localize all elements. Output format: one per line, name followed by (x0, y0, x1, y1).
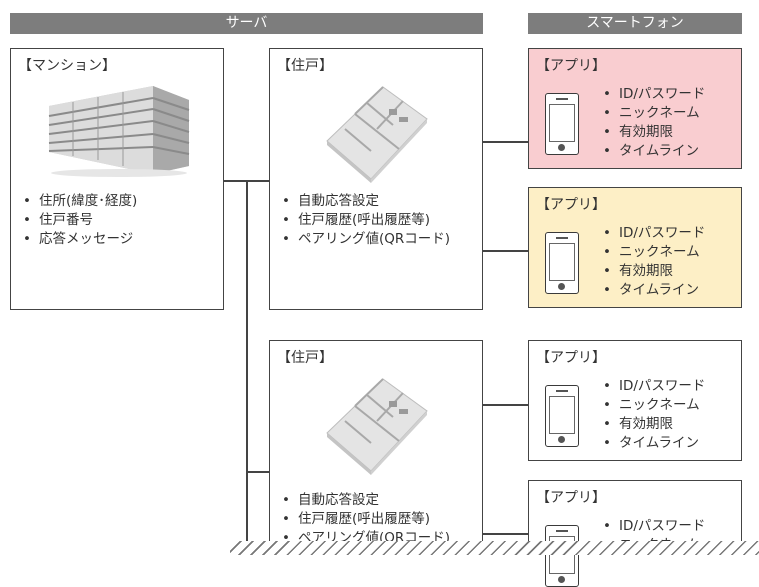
server-header: サーバ (10, 13, 483, 34)
app-item: ニックネーム (599, 396, 705, 415)
app-items: ID/パスワード ニックネーム 有効期限 タイムライン (599, 224, 705, 300)
unit-box: 【住戸】 自動応答設定 住戸履歴(呼出履歴等) ペアリング値(QRコード) (269, 48, 483, 310)
app-item: タイムライン (599, 434, 705, 453)
unit-item: 住戸履歴(呼出履歴等) (278, 510, 450, 529)
unit-item: ペアリング値(QRコード) (278, 230, 450, 249)
smartphone-icon (545, 525, 579, 587)
mansion-item: 住所(緯度･経度) (19, 192, 137, 211)
building-illustration (48, 86, 190, 177)
mansion-title: 【マンション】 (18, 58, 116, 74)
connector-unit2-h (246, 471, 269, 473)
app-item: ID/パスワード (599, 517, 705, 536)
app-item: 有効期限 (599, 123, 705, 142)
app-item: タイムライン (599, 281, 705, 300)
smartphone-icon (545, 93, 579, 155)
connector-unit1-app1 (482, 141, 528, 143)
mansion-item: 応答メッセージ (19, 230, 137, 249)
unit-title: 【住戸】 (277, 58, 333, 74)
app-title: 【アプリ】 (536, 58, 606, 74)
app-title: 【アプリ】 (536, 350, 606, 366)
smartphone-icon (545, 385, 579, 447)
cutoff-hatch (230, 541, 759, 555)
unit-title: 【住戸】 (277, 350, 333, 366)
app-item: ID/パスワード (599, 224, 705, 243)
smartphone-icon (545, 232, 579, 294)
app-items: ID/パスワード ニックネーム 有効期限 タイムライン (599, 85, 705, 161)
floorplan-illustration (326, 86, 428, 183)
mansion-item: 住戸番号 (19, 211, 137, 230)
app-item: ニックネーム (599, 104, 705, 123)
mansion-items: 住所(緯度･経度) 住戸番号 応答メッセージ (19, 192, 137, 249)
mansion-box: 【マンション】 住所(緯度･経度) 住戸番号 応答メッセージ (10, 48, 224, 310)
app-item: ID/パスワード (599, 85, 705, 104)
unit-box: 【住戸】 自動応答設定 住戸履歴(呼出履歴等) ペアリング値(QRコード) (269, 340, 483, 555)
unit-items: 自動応答設定 住戸履歴(呼出履歴等) ペアリング値(QRコード) (278, 491, 450, 548)
connector-unit2-app4 (482, 533, 528, 535)
app-item: 有効期限 (599, 415, 705, 434)
app-box: 【アプリ】 ID/パスワード ニックネーム 有効期限 タイムライン (528, 48, 742, 169)
app-item: タイムライン (599, 142, 705, 161)
app-item: 有効期限 (599, 262, 705, 281)
connector-unit2-app3 (482, 404, 528, 406)
app-item: ID/パスワード (599, 377, 705, 396)
floorplan-illustration (326, 378, 428, 475)
connector-unit1-app2 (482, 250, 528, 252)
unit-item: 住戸履歴(呼出履歴等) (278, 211, 450, 230)
unit-item: 自動応答設定 (278, 192, 450, 211)
app-title: 【アプリ】 (536, 197, 606, 213)
app-items: ID/パスワード ニックネーム 有効期限 タイムライン (599, 377, 705, 453)
app-title: 【アプリ】 (536, 490, 606, 506)
app-box: 【アプリ】 ID/パスワード ニックネーム 有効期限 タイムライン (528, 340, 742, 461)
smartphone-header: スマートフォン (528, 13, 742, 34)
unit-item: 自動応答設定 (278, 491, 450, 510)
app-box: 【アプリ】 ID/パスワード ニックネーム 有効期限 タイムライン (528, 187, 742, 308)
app-item: ニックネーム (599, 243, 705, 262)
connector-vertical (246, 180, 248, 555)
unit-items: 自動応答設定 住戸履歴(呼出履歴等) ペアリング値(QRコード) (278, 192, 450, 249)
